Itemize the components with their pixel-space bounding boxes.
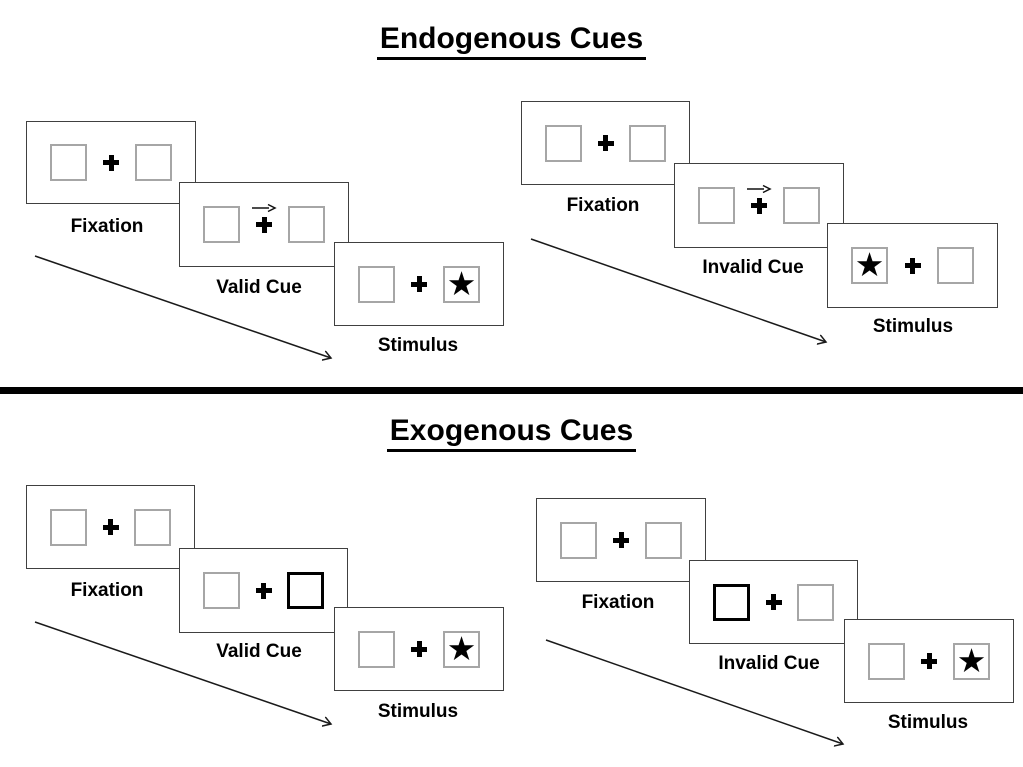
panel-endogenous-invalid-fixation [521,101,690,185]
fixation-cross-icon [904,257,921,274]
cue-highlight-box-right [287,572,324,609]
step-label: Stimulus [377,335,459,356]
fixation-center [921,653,937,669]
placeholder-box-left [50,508,87,546]
placeholder-box-right: ★ [953,640,990,680]
placeholder-box-right [645,521,682,559]
cue-arrow-right-icon [747,184,772,193]
panel-endogenous-valid-stimulus: ★ [334,242,504,326]
placeholder-box-left [50,144,87,181]
fixation-cross-icon [921,653,937,669]
section-divider [0,387,1023,394]
placeholder-box-right [783,187,820,224]
section-title-endogenous: Endogenous Cues [0,22,1023,60]
fixation-cross-icon [765,594,782,610]
fixation-center [255,582,272,599]
step-label: Valid Cue [216,277,302,298]
section-title-text: Exogenous Cues [386,414,637,452]
placeholder-box-left [203,206,240,243]
panel-endogenous-valid-cue [179,182,349,267]
panel-exogenous-invalid-stimulus: ★ [844,619,1014,703]
placeholder-box-right [288,206,325,243]
step-label: Fixation [70,216,144,237]
fixation-center [252,203,277,233]
fixation-cross-icon [255,582,272,599]
placeholder-box-left [545,124,582,162]
cue-arrow-right-icon [252,203,277,212]
step-label: Fixation [581,592,655,613]
placeholder-box-right [135,144,172,181]
timeline-arrow [34,621,340,732]
fixation-cross-icon [613,532,629,548]
placeholder-box-left [868,642,905,680]
section-title-exogenous: Exogenous Cues [0,414,1023,452]
step-label: Stimulus [872,316,954,337]
placeholder-box-right: ★ [443,628,480,668]
timeline-arrow [34,255,340,366]
step-label: Fixation [566,195,640,216]
fixation-cross-icon [256,216,272,233]
placeholder-box-left [698,187,735,224]
step-label: Stimulus [887,712,969,733]
fixation-center [102,519,119,535]
step-label: Valid Cue [216,641,302,662]
fixation-cross-icon [411,641,427,657]
star-icon: ★ [854,245,885,284]
panel-exogenous-valid-cue [179,548,348,633]
fixation-cross-icon [597,135,614,151]
fixation-cross-icon [751,197,767,214]
fixation-center [747,184,772,214]
panel-endogenous-invalid-cue [674,163,844,248]
placeholder-box-right [629,124,666,162]
section-title-text: Endogenous Cues [376,22,647,60]
star-icon: ★ [446,263,477,303]
fixation-cross-icon [102,519,119,535]
timeline-arrow [530,238,835,349]
panel-exogenous-invalid-cue [689,560,858,644]
panel-endogenous-valid-fixation [26,121,196,204]
step-label: Invalid Cue [702,257,804,278]
panel-exogenous-valid-fixation [26,485,195,569]
fixation-center [765,594,782,610]
panel-endogenous-invalid-stimulus: ★ [827,223,998,308]
placeholder-box-left [560,521,597,559]
placeholder-box-left [358,265,395,303]
placeholder-box-right [937,247,974,284]
placeholder-box-left [203,572,240,609]
timeline-arrow [545,639,852,752]
star-icon: ★ [956,640,987,680]
placeholder-box-left: ★ [851,247,888,284]
fixation-center [411,641,427,657]
placeholder-box-left [358,630,395,668]
fixation-center [103,154,119,171]
step-label: Stimulus [377,701,459,722]
fixation-center [613,532,629,548]
fixation-center [597,135,614,151]
placeholder-box-right [134,508,171,546]
placeholder-box-right: ★ [443,263,480,303]
star-icon: ★ [446,628,477,668]
panel-exogenous-invalid-fixation [536,498,706,582]
fixation-cross-icon [103,154,119,171]
fixation-center [904,257,921,274]
step-label: Invalid Cue [718,653,820,674]
panel-exogenous-valid-stimulus: ★ [334,607,504,691]
cue-highlight-box-left [713,583,750,621]
step-label: Fixation [70,580,144,601]
placeholder-box-right [797,583,834,621]
fixation-cross-icon [411,276,427,292]
fixation-center [411,276,427,292]
